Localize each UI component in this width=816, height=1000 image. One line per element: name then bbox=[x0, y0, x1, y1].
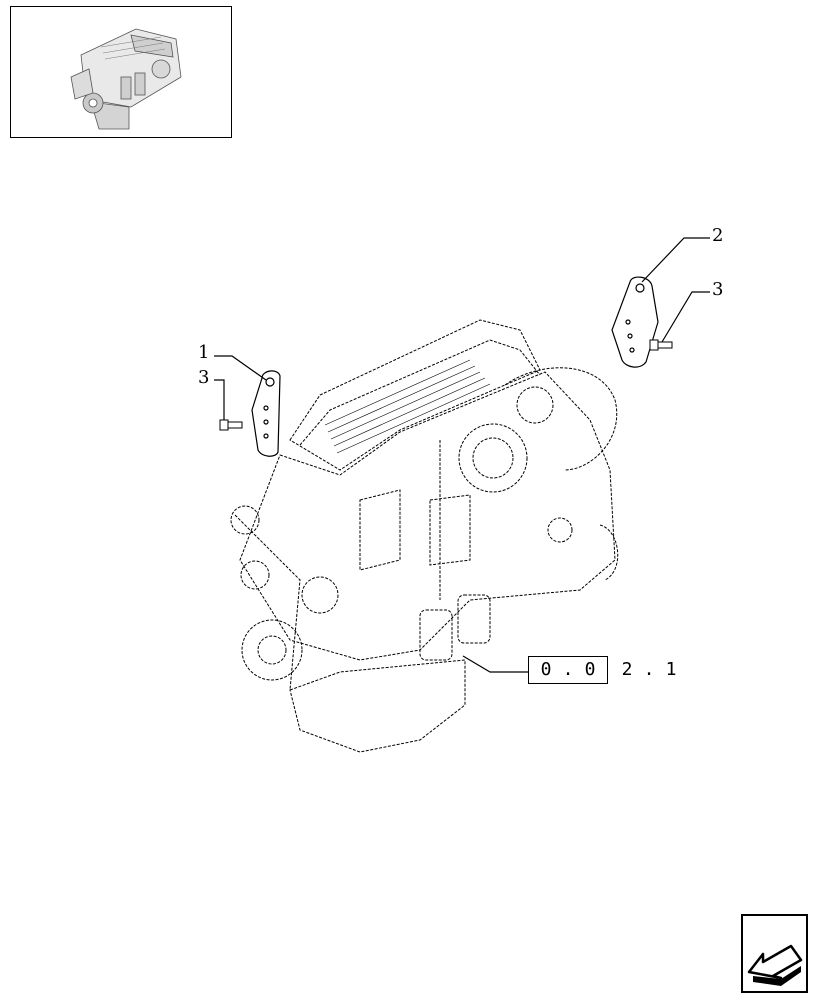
leader-lines bbox=[214, 237, 710, 673]
callout-2: 2 bbox=[712, 225, 724, 246]
cross-reference[interactable]: 0.0 2.1 bbox=[528, 656, 682, 684]
bolt-rear bbox=[649, 339, 673, 351]
navigation-button[interactable] bbox=[741, 914, 808, 993]
reference-boxed-part: 0.0 bbox=[528, 656, 608, 684]
arrow-down-left-icon bbox=[747, 944, 803, 986]
callout-3-right: 3 bbox=[712, 279, 724, 300]
engine-lifting-bracket-rear bbox=[611, 276, 659, 368]
engine-body bbox=[230, 319, 619, 753]
engine-thumbnail[interactable] bbox=[10, 6, 232, 138]
callout-3-left: 3 bbox=[198, 367, 210, 388]
callout-1: 1 bbox=[198, 342, 210, 363]
bolt-front bbox=[219, 419, 243, 431]
reference-rest-part: 2.1 bbox=[621, 659, 677, 680]
valve-cover-ribs bbox=[324, 359, 491, 454]
engine-lifting-bracket-front bbox=[251, 370, 281, 457]
engine-thumbnail-image bbox=[70, 28, 182, 130]
